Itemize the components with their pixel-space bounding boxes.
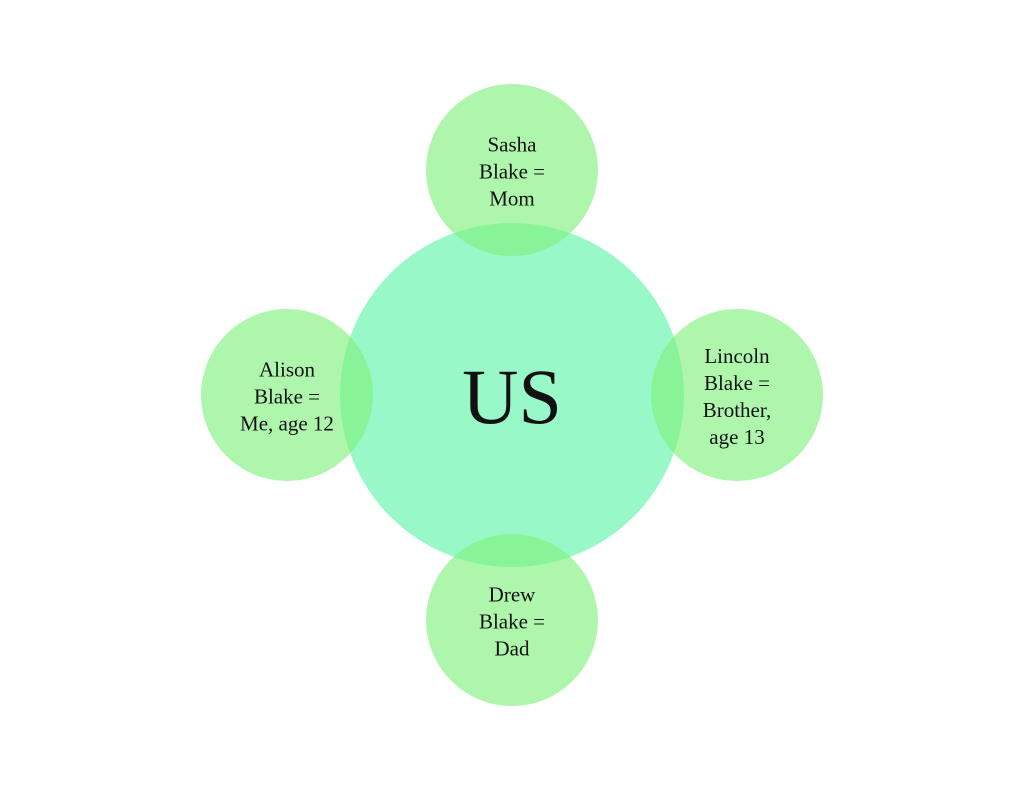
- node-label-left: Alison Blake = Me, age 12: [217, 357, 357, 438]
- node-line: Brother,: [702, 398, 772, 422]
- node-circle-bottom: [426, 534, 598, 706]
- node-label-right: Lincoln Blake = Brother, age 13: [667, 343, 807, 451]
- node-label-top: Sasha Blake = Mom: [442, 132, 582, 213]
- node-line: Alison: [258, 357, 315, 382]
- node-line: Blake =: [703, 371, 771, 395]
- node-line: Drew: [488, 582, 536, 607]
- node-line: Blake =: [478, 609, 546, 634]
- node-line: Sasha: [487, 132, 537, 157]
- node-circle-left: [201, 309, 373, 481]
- node-line: Lincoln: [704, 344, 770, 368]
- node-label-bottom: Drew Blake = Dad: [442, 582, 582, 663]
- node-line: Mom: [489, 186, 535, 211]
- node-line: age 13: [709, 425, 765, 449]
- node-line: Blake =: [478, 159, 546, 184]
- node-circle-top: [426, 84, 598, 256]
- node-line: Dad: [494, 636, 530, 661]
- center-circle: [340, 223, 684, 567]
- node-line: Blake =: [253, 384, 321, 409]
- node-circle-right: [651, 309, 823, 481]
- node-line: Me, age 12: [240, 411, 334, 436]
- center-label: US: [462, 353, 562, 440]
